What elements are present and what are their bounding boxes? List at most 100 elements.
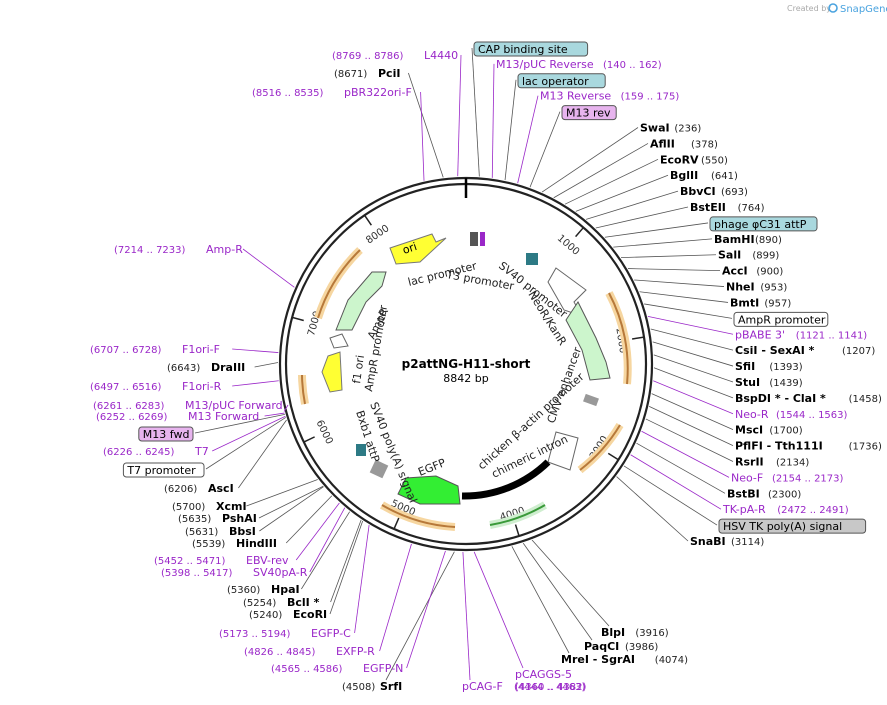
left-annotation-16-name: HindIII <box>236 537 277 550</box>
bottom-annotation-4-leader <box>462 551 471 681</box>
bottom-annotation-5-leader <box>385 551 455 681</box>
left-annotation-17-name: EBV-rev <box>246 554 289 567</box>
bottom-annotation-1-name: PaqCI <box>584 640 619 653</box>
brand-text: SnapGene <box>840 4 887 15</box>
right-annotation-21-pos: (1439) <box>769 378 802 389</box>
left-annotation-1-name: PciI <box>378 67 400 80</box>
left-annotation-2-pos: (8516 .. 8535) <box>252 88 324 99</box>
left-annotation-2-leader <box>420 91 425 181</box>
right-annotation-4-box <box>561 105 617 121</box>
ring-arc-tk-line <box>579 424 621 471</box>
left-annotation-12-name: AscI <box>208 482 234 495</box>
left-annotation-13-leader <box>246 479 318 507</box>
right-annotation-1-leader <box>491 63 495 178</box>
right-annotation-6-pos: (378) <box>691 139 718 150</box>
bottom-annotation-1-leader <box>522 542 593 641</box>
right-annotation-7-leader <box>564 158 659 205</box>
right-annotation-7-name: EcoRV <box>660 153 699 166</box>
bottom-annotation-5-pos: (4508) <box>342 682 375 693</box>
left-annotation-9-label: M13 fwd <box>143 428 190 441</box>
right-annotation-29-leader <box>630 454 722 510</box>
ruler-tick-5000 <box>393 517 400 530</box>
left-annotation-1-leader <box>408 72 444 178</box>
right-annotation-14-pos: (900) <box>756 267 783 278</box>
right-annotation-26-pos: (2134) <box>776 457 809 468</box>
plasmid-name: p2attNG-H11-short <box>402 357 531 371</box>
right-annotation-27-name: Neo-F <box>731 471 763 484</box>
left-annotation-10-pos: (6226 .. 6245) <box>103 447 175 458</box>
left-annotation-9-leader <box>194 413 285 434</box>
left-annotation-17-leader <box>295 502 340 561</box>
right-annotation-19-pos: (1207) <box>842 346 875 357</box>
left-annotation-11-label: T7 promoter <box>126 464 196 477</box>
right-annotation-3-leader <box>517 95 539 184</box>
right-annotation-18-leader <box>647 315 734 335</box>
egfp-feature <box>397 475 461 505</box>
neor-feature <box>565 301 611 381</box>
ruler-label-8000: 8000 <box>364 223 391 246</box>
left-annotation-22-pos: (5173 .. 5194) <box>219 629 291 640</box>
bottom-annotation-3-name: pCAGGS-5 <box>515 668 572 681</box>
bottom-annotation-2-leader <box>511 546 570 654</box>
chicken-actin-promoter-arc <box>461 459 551 500</box>
bottom-annotation-4-name: pCAG-F <box>462 680 503 693</box>
left-annotation-7-leader <box>283 404 289 412</box>
annotations-left: (8769 .. 8786)L4440(8671)PciI(8516 .. 85… <box>90 49 458 675</box>
f1-ori-feature <box>321 351 343 393</box>
left-annotation-8-pos: (6252 .. 6269) <box>96 412 168 423</box>
left-annotation-1-pos: (8671) <box>334 69 367 80</box>
left-annotation-23-leader <box>379 543 412 652</box>
right-annotation-5-pos: (236) <box>674 124 701 135</box>
right-annotation-13-pos: (899) <box>752 251 779 262</box>
egfp-label: EGFP <box>416 456 448 479</box>
ring-arc-f1-line <box>301 374 306 405</box>
ruler-tick-8000 <box>363 214 372 226</box>
left-annotation-15-leader <box>259 486 324 532</box>
ruler-tick-1000 <box>575 227 584 238</box>
right-annotation-2-label: lac operator <box>522 75 589 88</box>
right-annotation-17-leader <box>644 303 733 319</box>
right-annotation-2-leader <box>504 79 517 181</box>
right-annotation-13-leader <box>620 254 717 259</box>
left-annotation-13-name: XcmI <box>216 500 247 513</box>
left-annotation-15-pos: (5631) <box>185 527 218 538</box>
inner-features: ori <box>321 232 611 505</box>
ruler-tick-4000 <box>514 524 520 537</box>
left-annotation-3-name: Amp-R <box>206 243 243 256</box>
left-annotation-20-name: BclI * <box>287 596 320 609</box>
right-annotation-6-name: AflII <box>650 137 675 150</box>
bottom-annotation-3-leader <box>473 551 524 669</box>
left-annotation-15-name: BbsI <box>229 525 256 538</box>
right-annotation-13-name: SalI <box>718 249 741 262</box>
ruler-tick-7000 <box>291 316 304 322</box>
left-annotation-8-name: M13 Forward <box>188 410 259 423</box>
right-annotation-4-label: M13 rev <box>566 107 611 120</box>
right-annotation-29-name: TK-pA-R <box>722 503 766 516</box>
right-annotation-12-pos: (890) <box>755 235 782 246</box>
bxb1-block <box>356 444 366 456</box>
right-annotation-28-leader <box>636 442 726 494</box>
right-annotation-19-name: CsiI - SexAI * <box>735 344 815 357</box>
right-annotation-30-leader <box>623 465 718 526</box>
ring-arc-egfp <box>379 501 456 531</box>
right-annotation-28-name: BstBI <box>727 487 760 500</box>
left-annotation-19-name: HpaI <box>271 583 300 596</box>
right-annotation-27-leader <box>641 430 730 478</box>
right-annotation-2-box <box>517 73 606 89</box>
right-annotation-23-leader <box>653 380 734 415</box>
left-annotation-18-leader <box>309 507 346 573</box>
right-annotation-9-pos: (693) <box>721 187 748 198</box>
plasmid-size: 8842 bp <box>443 372 488 385</box>
right-annotation-31-pos: (3114) <box>731 537 764 548</box>
left-annotation-20-pos: (5254) <box>243 598 276 609</box>
left-annotation-16-pos: (5539) <box>192 539 225 550</box>
ori-feature <box>389 233 447 265</box>
right-annotation-25-pos: (1736) <box>849 442 882 453</box>
left-annotation-16-leader <box>285 495 333 544</box>
right-annotation-1-name: M13/pUC Reverse <box>496 58 594 71</box>
ruler-label-1000: 1000 <box>555 233 581 258</box>
right-annotation-5-leader <box>541 127 639 193</box>
right-annotation-25-name: PflFI - Tth111I <box>735 440 823 453</box>
left-annotation-12-leader <box>238 419 287 489</box>
right-annotation-12-leader <box>613 238 713 248</box>
